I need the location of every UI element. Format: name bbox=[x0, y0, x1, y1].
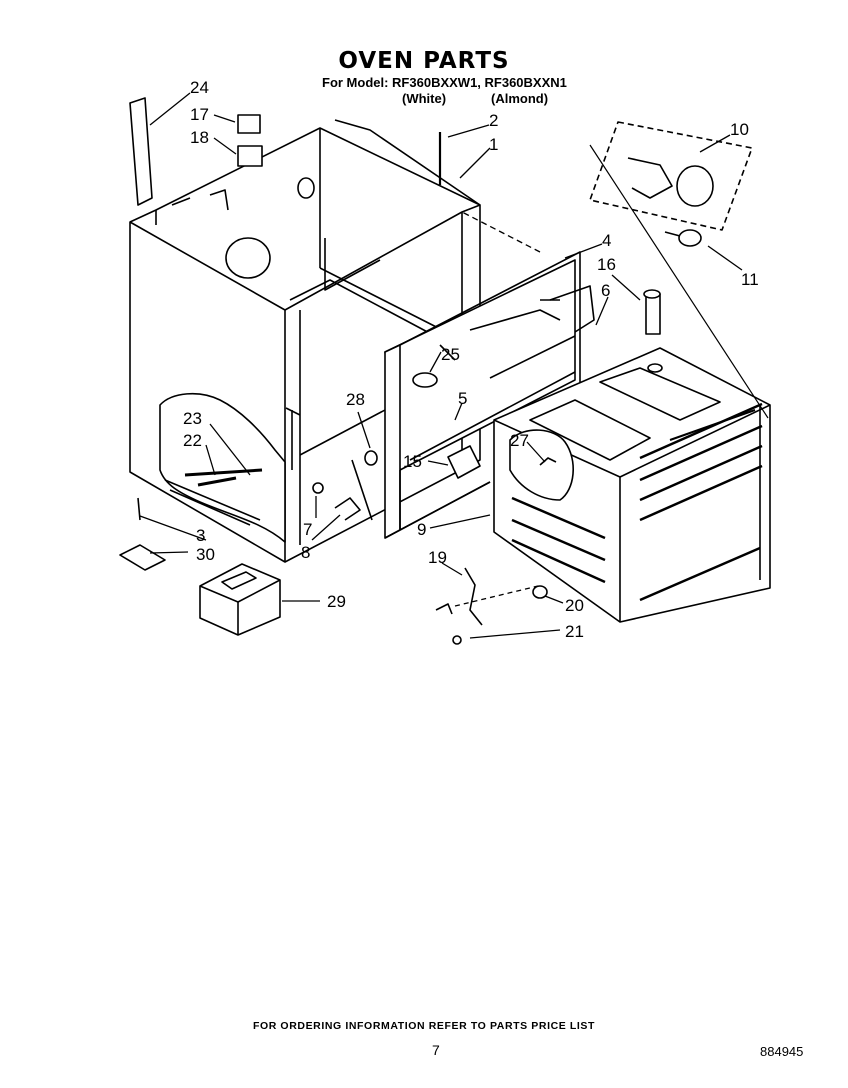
callout-11: 11 bbox=[741, 270, 759, 289]
callout-17: 17 bbox=[190, 105, 209, 124]
leader-lines bbox=[139, 92, 743, 639]
callout-30: 30 bbox=[196, 545, 215, 564]
callout-27: 27 bbox=[510, 431, 529, 450]
callout-labels: 24 17 18 2 1 10 11 4 16 6 25 5 28 23 22 … bbox=[183, 78, 759, 641]
callout-6: 6 bbox=[601, 281, 610, 300]
callout-5: 5 bbox=[458, 389, 467, 408]
callout-19: 19 bbox=[428, 548, 447, 567]
oven-liner-drawing bbox=[493, 347, 771, 623]
callout-8: 8 bbox=[301, 543, 310, 562]
callout-10: 10 bbox=[730, 120, 749, 139]
small-parts-drawing bbox=[119, 97, 663, 645]
exploded-parts-diagram: 24 17 18 2 1 10 11 4 16 6 25 5 28 23 22 … bbox=[119, 78, 771, 645]
oven-lamp-drawing bbox=[589, 121, 769, 419]
callout-24: 24 bbox=[190, 78, 209, 97]
page-number: 7 bbox=[432, 1042, 440, 1058]
callout-29: 29 bbox=[327, 592, 346, 611]
callout-9: 9 bbox=[417, 520, 426, 539]
variant-almond: (Almond) bbox=[491, 91, 549, 106]
callout-7: 7 bbox=[303, 520, 312, 539]
callout-16: 16 bbox=[597, 255, 616, 274]
callout-15: 15 bbox=[403, 452, 422, 471]
page-title: OVEN PARTS bbox=[338, 48, 510, 74]
callout-4: 4 bbox=[602, 231, 611, 250]
callout-2: 2 bbox=[489, 111, 498, 130]
rear-panel-drawing bbox=[384, 251, 595, 539]
callout-25: 25 bbox=[441, 345, 460, 364]
callout-21: 21 bbox=[565, 622, 584, 641]
oven-frame-drawing bbox=[129, 119, 481, 563]
callout-3: 3 bbox=[196, 526, 205, 545]
document-number: 884945 bbox=[760, 1044, 804, 1059]
callout-22: 22 bbox=[183, 431, 202, 450]
callout-28: 28 bbox=[346, 390, 365, 409]
variant-white: (White) bbox=[402, 91, 447, 106]
ordering-note: FOR ORDERING INFORMATION REFER TO PARTS … bbox=[252, 1020, 596, 1032]
callout-18: 18 bbox=[190, 128, 209, 147]
callout-23: 23 bbox=[183, 409, 202, 428]
callout-1: 1 bbox=[489, 135, 498, 154]
callout-20: 20 bbox=[565, 596, 584, 615]
model-line: For Model: RF360BXXW1, RF360BXXN1 bbox=[322, 75, 567, 90]
